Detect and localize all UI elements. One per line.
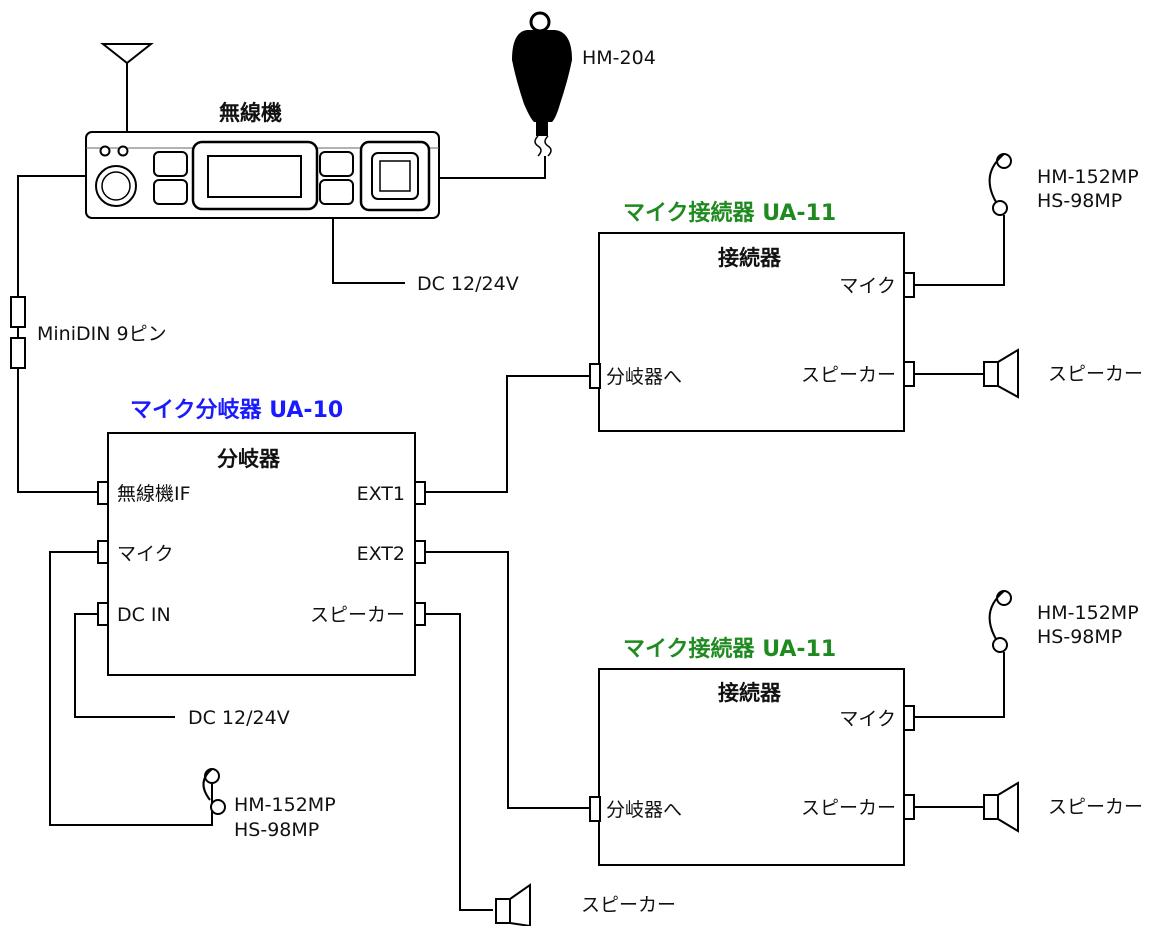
minidin-label: MiniDIN 9ピン bbox=[37, 323, 167, 345]
splitter-power-lead bbox=[74, 613, 175, 718]
headset-microphone-icon bbox=[988, 153, 1012, 216]
radio-power-lead bbox=[332, 218, 405, 284]
connector2-mic-model-1: HM-152MP bbox=[1037, 602, 1139, 624]
connector1-port-speaker[interactable] bbox=[903, 361, 915, 387]
splitter-port-radio-if-label: 無線機IF bbox=[117, 483, 191, 505]
connector1-port-speaker-label: スピーカー bbox=[801, 364, 896, 386]
connector1-box-label: 接続器 bbox=[718, 246, 782, 270]
splitter-port-radio-if[interactable] bbox=[97, 481, 109, 505]
speaker-icon bbox=[983, 348, 1019, 399]
splitter-port-speaker-label: スピーカー bbox=[310, 604, 405, 626]
connector2-port-mic[interactable] bbox=[903, 705, 915, 731]
connector1-mic-model-1: HM-152MP bbox=[1037, 166, 1139, 188]
connector2-box bbox=[598, 668, 905, 866]
radio-unit-icon bbox=[85, 131, 440, 219]
connector1-port-mic-label: マイク bbox=[839, 275, 896, 297]
connector2-mic-model-2: HS-98MP bbox=[1037, 626, 1122, 648]
splitter-port-ext1[interactable] bbox=[414, 481, 426, 505]
minidin-plug-top bbox=[10, 296, 26, 328]
connector1-port-splitter-label: 分岐器へ bbox=[606, 366, 682, 388]
connector1-port-mic[interactable] bbox=[903, 272, 915, 298]
connector2-box-label: 接続器 bbox=[718, 681, 782, 705]
splitter-mic-model-2: HS-98MP bbox=[234, 819, 319, 841]
connector2-port-splitter[interactable] bbox=[589, 796, 601, 822]
splitter-speaker-label: スピーカー bbox=[581, 894, 676, 916]
connector1-mic-cable bbox=[913, 215, 1005, 286]
connector2-speaker-label: スピーカー bbox=[1048, 796, 1143, 818]
radio-power-label: DC 12/24V bbox=[417, 273, 519, 295]
splitter-mic-model-1: HM-152MP bbox=[234, 794, 336, 816]
headset-microphone-icon bbox=[988, 590, 1012, 653]
hand-microphone-icon bbox=[512, 11, 572, 157]
minidin-plug-bottom bbox=[10, 337, 26, 369]
splitter-port-speaker[interactable] bbox=[414, 602, 426, 626]
speaker-icon bbox=[495, 883, 531, 926]
splitter-port-mic[interactable] bbox=[97, 540, 109, 564]
speaker-icon bbox=[983, 781, 1019, 833]
connector1-speaker-label: スピーカー bbox=[1048, 363, 1143, 385]
connector1-box bbox=[598, 232, 905, 432]
splitter-speaker-cable bbox=[424, 613, 493, 911]
splitter-port-mic-label: マイク bbox=[117, 543, 174, 565]
hand-mic-cord bbox=[437, 156, 546, 179]
connector2-title: マイク接続器 UA-11 bbox=[623, 636, 836, 662]
splitter-power-label: DC 12/24V bbox=[188, 707, 290, 729]
splitter-port-ext2[interactable] bbox=[414, 540, 426, 564]
splitter-port-dc-in[interactable] bbox=[97, 602, 109, 626]
minidin-cable bbox=[17, 175, 98, 493]
splitter-port-ext1-label: EXT1 bbox=[357, 483, 405, 505]
splitter-box bbox=[107, 432, 416, 676]
radio-title: 無線機 bbox=[219, 101, 282, 125]
headset-microphone-icon bbox=[202, 768, 226, 815]
connector1-mic-model-2: HS-98MP bbox=[1037, 190, 1122, 212]
hand-mic-model: HM-204 bbox=[582, 47, 656, 69]
connector1-title: マイク接続器 UA-11 bbox=[623, 200, 836, 226]
connector2-port-mic-label: マイク bbox=[839, 708, 896, 730]
connector1-port-splitter[interactable] bbox=[589, 363, 601, 389]
connector2-port-speaker-label: スピーカー bbox=[801, 797, 896, 819]
splitter-title: マイク分岐器 UA-10 bbox=[130, 398, 343, 423]
splitter-port-ext2-label: EXT2 bbox=[357, 543, 405, 565]
ext1-cable bbox=[424, 375, 590, 493]
ext2-cable bbox=[424, 551, 590, 809]
splitter-box-label: 分岐器 bbox=[217, 447, 281, 471]
connector2-mic-cable bbox=[913, 652, 1005, 718]
antenna-icon bbox=[100, 43, 154, 132]
splitter-port-dc-in-label: DC IN bbox=[117, 604, 171, 626]
connector2-port-splitter-label: 分岐器へ bbox=[606, 799, 682, 821]
wires bbox=[17, 156, 1005, 911]
connector2-port-speaker[interactable] bbox=[903, 794, 915, 820]
